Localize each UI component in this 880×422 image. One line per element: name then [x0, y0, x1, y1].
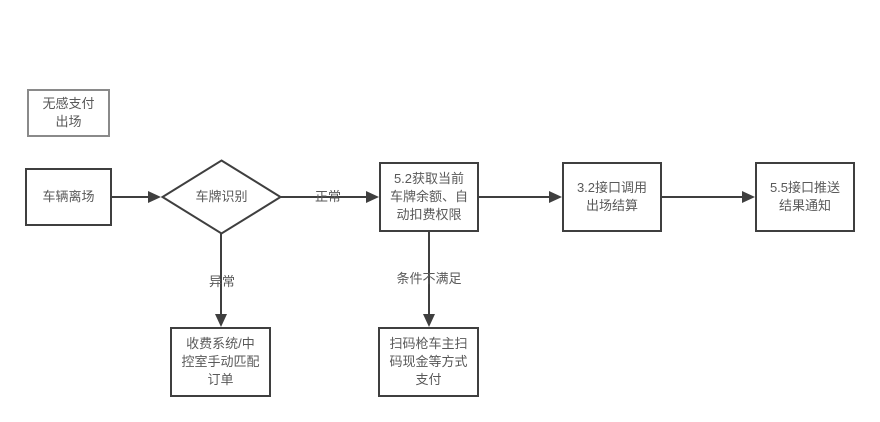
- flow-line: [662, 196, 742, 198]
- node-label: 收费系统/中 控室手动匹配 订单: [181, 336, 260, 387]
- node-manual-match: 收费系统/中 控室手动匹配 订单: [170, 327, 271, 397]
- edge-label-normal: 正常: [314, 189, 342, 204]
- node-decision-plate-recognition: 车牌识别: [161, 159, 282, 235]
- arrow-right-icon: [148, 191, 161, 203]
- edge-label-abnormal: 异常: [208, 274, 236, 289]
- flow-line: [281, 196, 366, 198]
- node-label: 5.5接口推送 结果通知: [769, 180, 841, 213]
- node-label: 5.2获取当前 车牌余额、自 动扣费权限: [389, 171, 468, 222]
- flow-line: [479, 196, 549, 198]
- arrow-down-icon: [215, 314, 227, 327]
- node-label: 扫码枪车主扫 码现金等方式 支付: [389, 336, 468, 387]
- arrow-right-icon: [742, 191, 755, 203]
- edge-label-condition-not-met: 条件不满足: [396, 271, 462, 286]
- flow-line: [112, 196, 148, 198]
- arrow-right-icon: [549, 191, 562, 203]
- flow-line: [428, 232, 430, 315]
- node-push-result: 5.5接口推送 结果通知: [755, 162, 855, 232]
- node-get-balance: 5.2获取当前 车牌余额、自 动扣费权限: [379, 162, 479, 232]
- node-label: 车辆离场: [42, 189, 95, 204]
- node-vehicle-exit: 车辆离场: [25, 168, 112, 226]
- node-payment-exit-title: 无感支付 出场: [27, 89, 110, 137]
- node-label: 车牌识别: [195, 189, 248, 204]
- node-label: 无感支付 出场: [42, 96, 95, 129]
- arrow-down-icon: [423, 314, 435, 327]
- node-scan-pay: 扫码枪车主扫 码现金等方式 支付: [378, 327, 479, 397]
- node-label: 3.2接口调用 出场结算: [576, 180, 648, 213]
- flow-line: [220, 233, 222, 315]
- node-exit-settlement: 3.2接口调用 出场结算: [562, 162, 662, 232]
- arrow-right-icon: [366, 191, 379, 203]
